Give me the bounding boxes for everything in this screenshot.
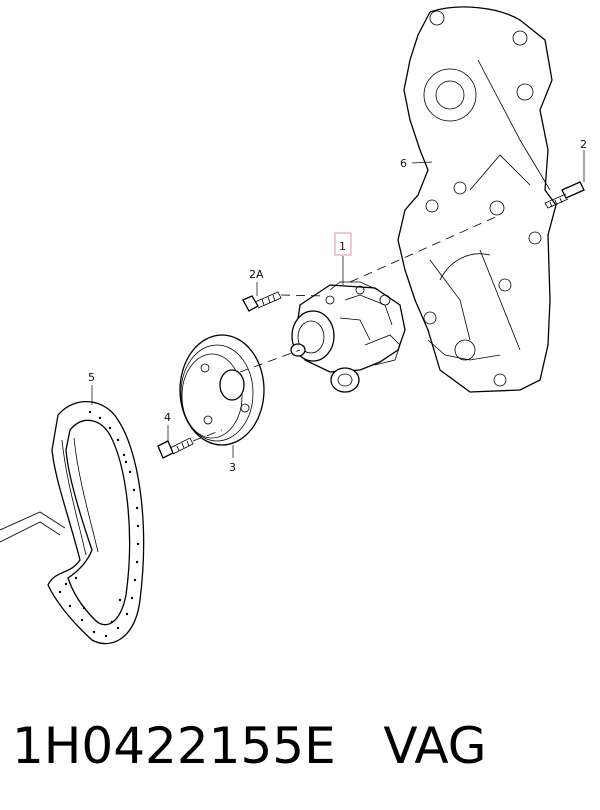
bolt-part-2 (544, 181, 585, 209)
highlight-box-part-1 (334, 232, 352, 256)
callout-4: 4 (164, 411, 171, 424)
assembly-line-pump (349, 214, 501, 283)
assembly-line-bolt-4 (192, 429, 223, 442)
bolt-part-2a (242, 291, 282, 312)
callout-1: 1 (339, 240, 346, 253)
callout-6: 6 (400, 157, 407, 170)
exploded-parts-diagram: 1 2 2A 3 4 5 6 (0, 6, 587, 645)
part-number-caption: 1H0422155E VAG (12, 706, 592, 786)
caption-spacer (336, 717, 384, 775)
belt-rib-dots (58, 410, 140, 638)
assembly-line-bolt-2a (280, 294, 326, 297)
callout-2a: 2A (249, 268, 264, 281)
pulley-part-3 (179, 334, 265, 446)
callout-3: 3 (229, 461, 236, 474)
bolt-part-4 (157, 437, 194, 459)
brand-name: VAG (383, 717, 487, 775)
callout-5: 5 (88, 371, 95, 384)
belt-part-5 (0, 401, 145, 645)
leader-6 (411, 161, 433, 164)
assembly-line-pulley (239, 349, 301, 373)
bracket-part-6 (397, 6, 557, 393)
callout-2: 2 (580, 138, 587, 151)
part-number: 1H0422155E (12, 717, 336, 775)
pump-part-1 (290, 281, 406, 393)
